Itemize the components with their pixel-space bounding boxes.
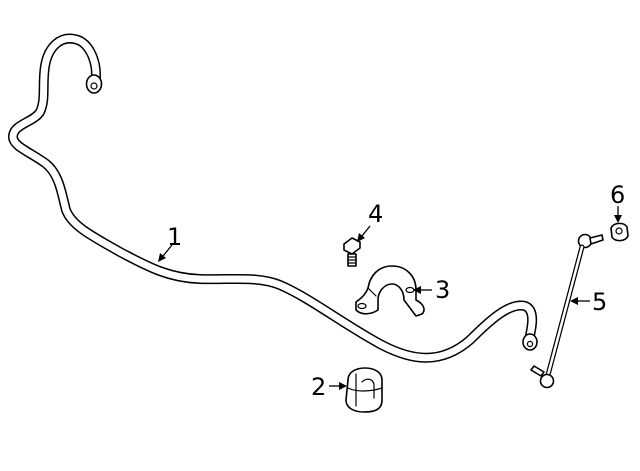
bolt[interactable] (343, 237, 361, 267)
bushing[interactable] (345, 367, 383, 413)
callout-leaders (158, 206, 622, 390)
callout-4: 4 (368, 200, 383, 228)
callout-6: 6 (610, 181, 625, 209)
callout-2: 2 (311, 373, 326, 401)
bracket[interactable] (355, 265, 425, 317)
callout-3: 3 (435, 276, 450, 304)
callout-1: 1 (167, 223, 182, 251)
stabilizer-link[interactable] (530, 233, 604, 389)
stabilizer-bar[interactable] (8, 33, 538, 363)
nut[interactable] (610, 222, 629, 242)
callout-5: 5 (592, 288, 607, 316)
